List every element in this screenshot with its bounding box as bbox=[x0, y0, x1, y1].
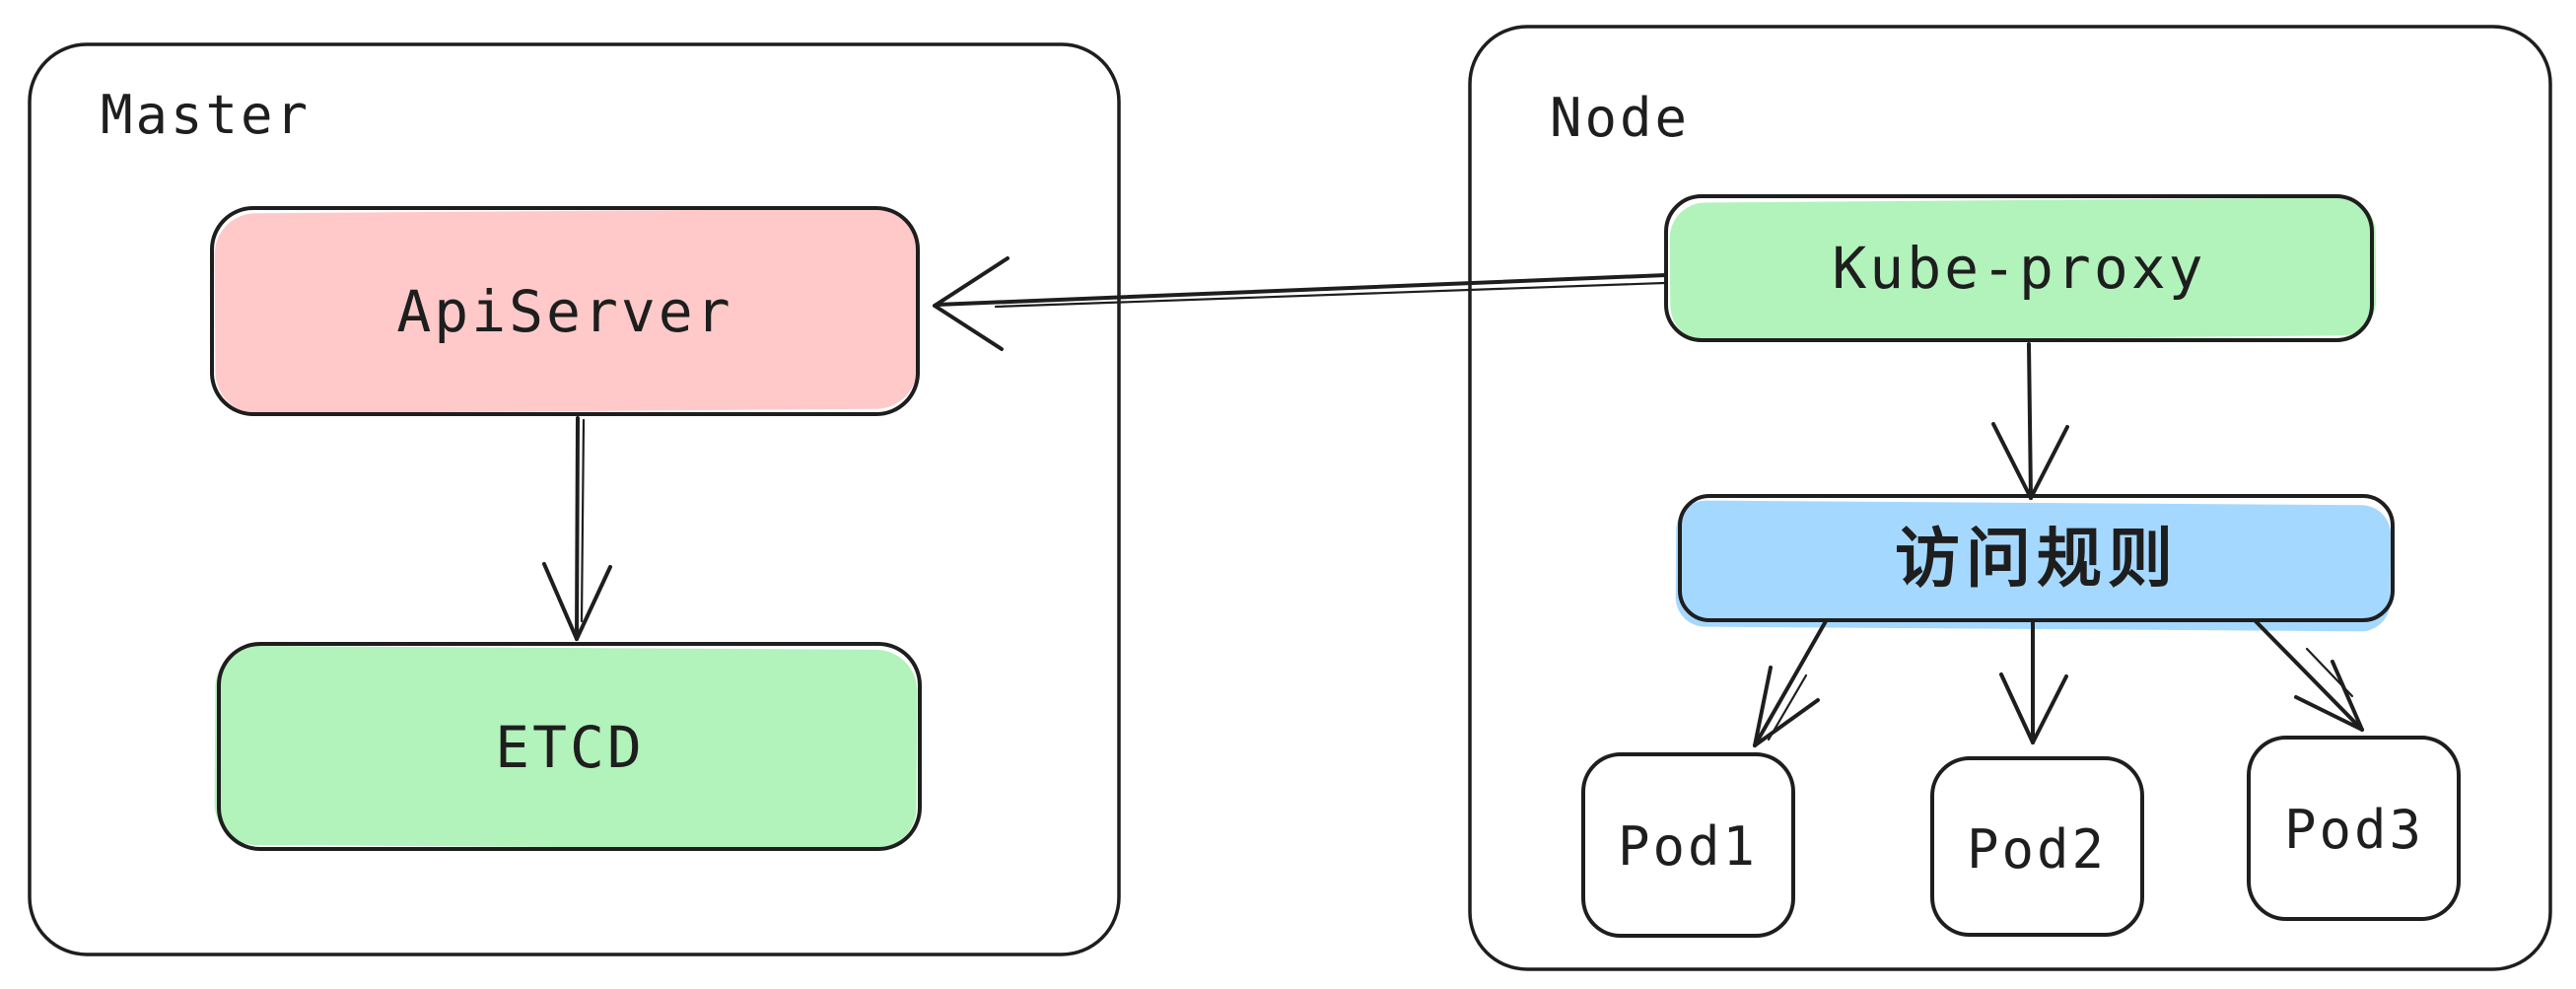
apiserver-node-border bbox=[210, 206, 920, 416]
arrow-apiserver-to-etcd bbox=[542, 416, 612, 641]
pod3-node-label: Pod3 bbox=[2284, 799, 2424, 861]
arrowhead-lower-barb bbox=[933, 304, 1004, 351]
kube-proxy-node-border bbox=[1664, 194, 2374, 342]
access-rules-node: 访问规则 bbox=[1675, 494, 2395, 632]
access-rules-node-border bbox=[1678, 494, 2395, 622]
master-container-label: Master bbox=[101, 84, 311, 146]
etcd-node-border bbox=[217, 642, 922, 851]
access-rules-node-label: 访问规则 bbox=[1895, 521, 2179, 597]
arrowhead-lower-barb bbox=[2294, 695, 2364, 732]
arrowhead-right-barb bbox=[575, 565, 612, 641]
arrow-access-rules-to-pod1 bbox=[1753, 619, 1828, 747]
master-container-border bbox=[28, 42, 1121, 956]
kube-proxy-node-label: Kube-proxy bbox=[1832, 235, 2205, 302]
etcd-node-fill bbox=[214, 646, 918, 849]
access-rules-node-fill bbox=[1675, 500, 2392, 632]
node-container: Node bbox=[1468, 25, 2552, 971]
arrow-kube-proxy-to-apiserver bbox=[933, 256, 1668, 351]
pod1-node-border bbox=[1581, 752, 1795, 938]
etcd-node-label: ETCD bbox=[495, 714, 645, 781]
arrowhead-right-barb bbox=[2031, 674, 2068, 744]
arrowhead-upper-barb bbox=[2331, 660, 2364, 732]
node-container-label: Node bbox=[1550, 87, 1690, 149]
arrowhead-left-barb bbox=[542, 562, 579, 641]
apiserver-node-label: ApiServer bbox=[396, 278, 732, 345]
kube-proxy-node-fill bbox=[1669, 197, 2377, 341]
master-container: Master bbox=[28, 42, 1121, 956]
etcd-node: ETCD bbox=[214, 642, 922, 851]
arrow-access-rules-to-pod2 bbox=[1999, 621, 2068, 744]
pod2-node-border bbox=[1930, 756, 2144, 937]
arrowhead-right-barb bbox=[1753, 698, 1820, 747]
apiserver-node: ApiServer bbox=[210, 206, 920, 416]
pod2-node: Pod2 bbox=[1930, 756, 2144, 937]
pod1-node-label: Pod1 bbox=[1618, 815, 1758, 878]
pod3-node: Pod3 bbox=[2247, 736, 2461, 921]
arrow-access-rules-to-pod3 bbox=[2254, 619, 2364, 732]
pod1-node: Pod1 bbox=[1581, 752, 1795, 938]
arrowhead-left-barb bbox=[1753, 666, 1773, 747]
pod2-node-label: Pod2 bbox=[1967, 818, 2107, 881]
arrowhead-left-barb bbox=[1999, 672, 2035, 744]
pod3-node-border bbox=[2247, 736, 2461, 921]
apiserver-node-fill bbox=[214, 208, 918, 414]
arrowhead-left-barb bbox=[1991, 422, 2033, 500]
arrowhead-upper-barb bbox=[933, 256, 1010, 308]
arrow-kube-proxy-to-access-rules bbox=[1991, 342, 2069, 500]
node-container-border bbox=[1468, 25, 2552, 971]
kube-proxy-node: Kube-proxy bbox=[1664, 194, 2377, 342]
arrowhead-right-barb bbox=[2029, 425, 2069, 500]
